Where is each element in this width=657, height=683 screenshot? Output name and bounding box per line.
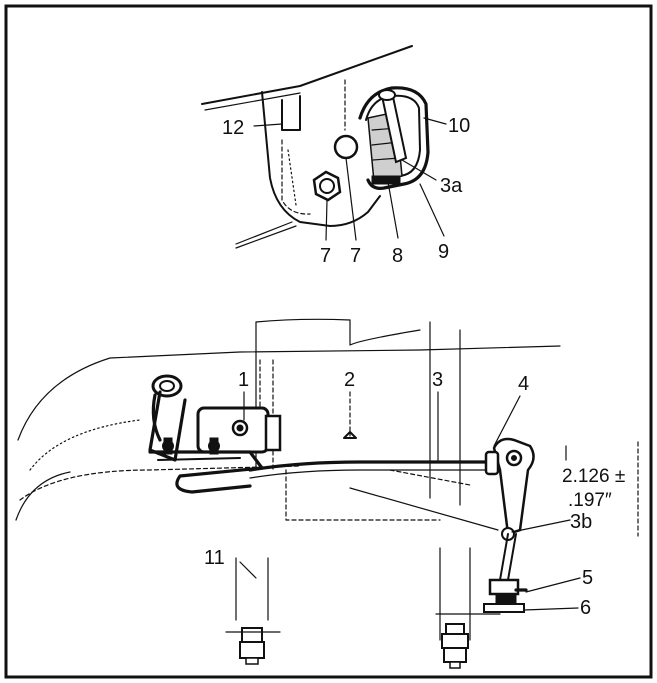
shift-rod <box>248 460 488 472</box>
callout-5: 5 <box>582 567 593 589</box>
callout-3: 3 <box>432 369 443 391</box>
callout-4: 4 <box>518 373 529 395</box>
grommet-washer <box>371 175 401 185</box>
mounting-bracket <box>261 91 381 227</box>
figure-frame <box>4 4 653 679</box>
callout-1: 1 <box>238 369 249 391</box>
mounting-studs <box>225 547 501 669</box>
shift-lever <box>484 437 535 581</box>
callout-12: 12 <box>222 117 244 139</box>
dimension-tolerance: .197″ <box>568 490 612 511</box>
spacer-ring <box>333 134 359 160</box>
callout-3b: 3b <box>570 511 592 533</box>
chassis-frame-rail <box>17 345 561 441</box>
leader-lines <box>239 117 639 611</box>
callout-9: 9 <box>438 241 449 263</box>
callout-labels: 12 10 3a 7 7 8 9 1 2 3 4 3b 5 6 11 2.126… <box>204 115 625 619</box>
callout-6: 6 <box>580 597 591 619</box>
callout-3a: 3a <box>440 175 463 197</box>
dimension-value: 2.126 ± <box>562 466 625 487</box>
callout-11: 11 <box>204 547 225 569</box>
callout-2: 2 <box>344 369 355 391</box>
callout-8: 8 <box>392 245 403 267</box>
transmission-case <box>255 319 461 506</box>
adjusting-nuts <box>483 578 528 613</box>
callout-7-left: 7 <box>320 245 331 267</box>
main-assembly <box>15 318 561 669</box>
detail-view <box>201 45 430 249</box>
callout-10: 10 <box>448 115 470 137</box>
frame-rail-top-edge <box>201 45 413 105</box>
bracket-tab <box>281 95 301 131</box>
shift-linkage-clamp <box>148 374 282 494</box>
callout-7-right: 7 <box>350 245 361 267</box>
